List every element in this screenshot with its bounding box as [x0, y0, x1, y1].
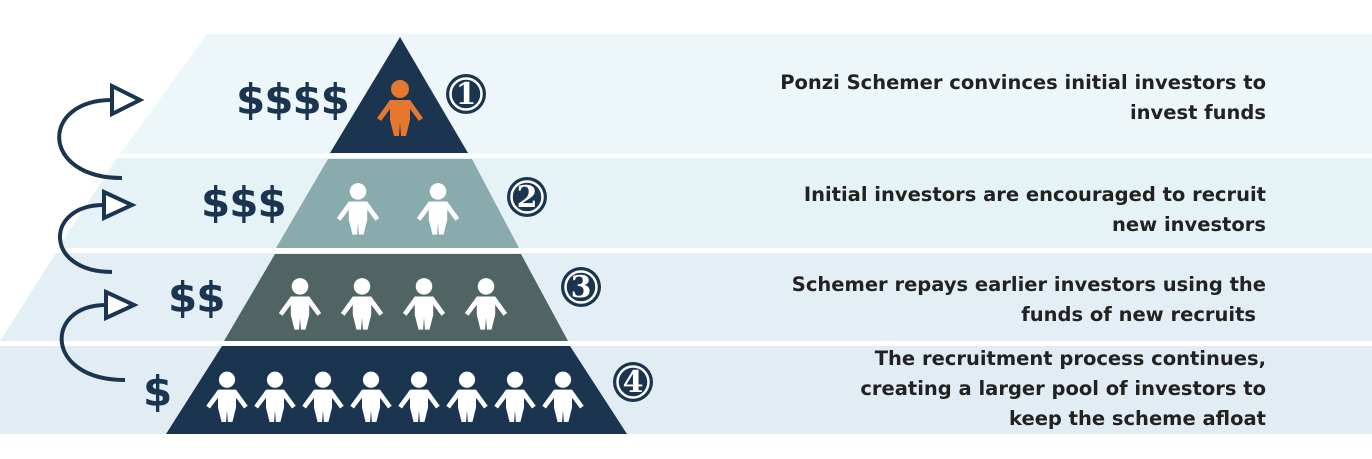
number-badge-icon: 2: [507, 177, 547, 217]
badge-number: 2: [517, 180, 538, 215]
description-line: funds of new recruits: [1021, 303, 1256, 326]
description-line: Schemer repays earlier investors using t…: [791, 273, 1266, 296]
description-line: new investors: [1112, 213, 1266, 236]
person-icon: [302, 371, 344, 422]
person-icon: [542, 371, 584, 422]
person-icon: [377, 80, 423, 136]
badge-number: 1: [456, 77, 477, 112]
description-line: The recruitment process continues,: [874, 347, 1266, 370]
description-line: invest funds: [1129, 101, 1266, 124]
person-icon: [206, 371, 248, 422]
person-icon: [398, 371, 440, 422]
person-icon: [278, 278, 322, 330]
person-icon: [446, 371, 488, 422]
person-icon: [336, 183, 380, 235]
cycle-arrows: [57, 82, 145, 382]
number-badge-icon: 3: [561, 267, 601, 307]
number-badge-icon: 4: [613, 362, 653, 402]
description-tier-2: Initial investors are encouraged to recr…: [804, 180, 1266, 240]
person-icon: [350, 371, 392, 422]
dollar-label-tier-3: $$: [168, 273, 225, 322]
person-icon: [254, 371, 296, 422]
person-icon: [340, 278, 384, 330]
description-line: keep the scheme afloat: [1009, 407, 1266, 430]
people-layer: [206, 80, 584, 422]
dollar-label-tier-1: $$$$: [236, 75, 350, 124]
number-badge-icon: 1: [446, 74, 486, 114]
curved-arrow-icon: [57, 82, 145, 180]
description-line: Initial investors are encouraged to recr…: [803, 183, 1266, 206]
dollar-label-tier-2: $$$: [201, 178, 287, 227]
badge-number: 4: [623, 365, 644, 400]
dollar-label-tier-4: $: [143, 367, 172, 416]
description-tier-1: Ponzi Schemer convinces initial investor…: [780, 68, 1266, 128]
description-tier-3: Schemer repays earlier investors using t…: [792, 270, 1266, 330]
tier-3: [224, 254, 568, 341]
curved-arrow-icon: [58, 188, 137, 274]
person-icon: [464, 278, 508, 330]
description-line: creating a larger pool of investors to: [860, 377, 1266, 400]
person-icon: [402, 278, 446, 330]
tier-2: [276, 159, 519, 248]
person-icon: [494, 371, 536, 422]
description-line: Ponzi Schemer convinces initial investor…: [780, 71, 1266, 94]
person-icon: [416, 183, 460, 235]
number-badges: 1 2 3 4: [446, 74, 653, 402]
description-tier-4: The recruitment process continues, creat…: [860, 344, 1266, 434]
curved-arrow-icon: [59, 288, 139, 382]
badge-number: 3: [571, 270, 592, 305]
